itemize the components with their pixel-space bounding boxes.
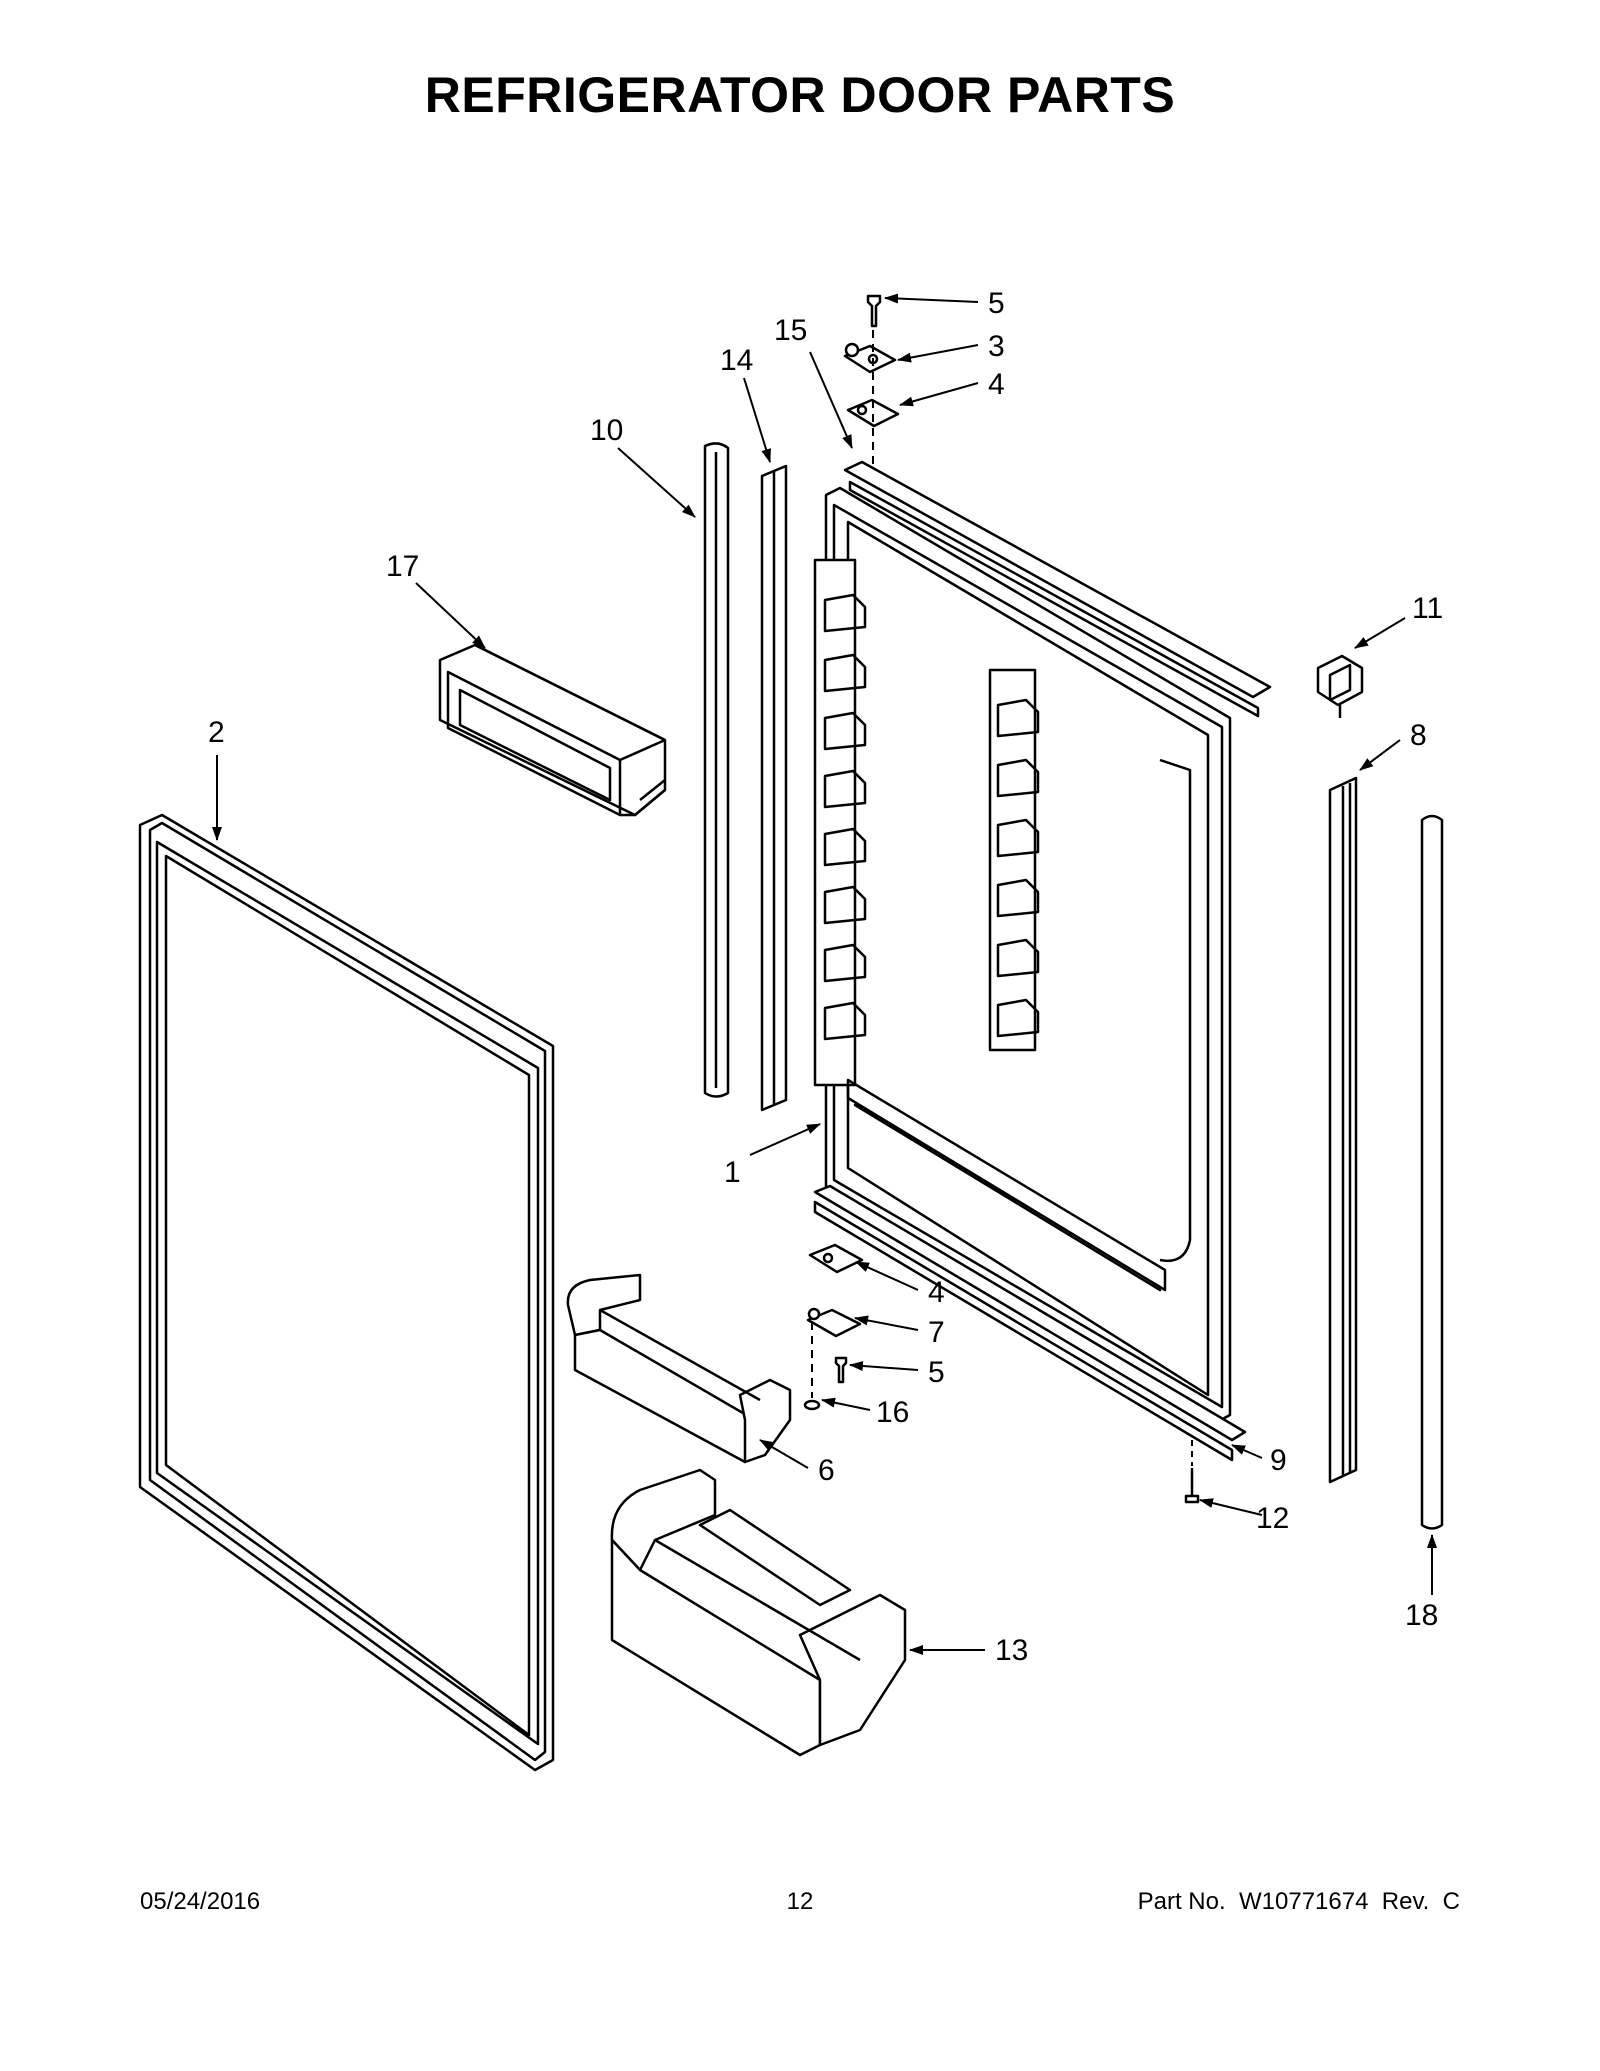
footer-date: 05/24/2016	[140, 1888, 261, 1915]
small-door-bin	[566, 1273, 792, 1464]
callout-13: 13	[995, 1634, 1028, 1667]
handle-side-strip	[1420, 814, 1444, 1530]
callout-4-bottom: 4	[928, 1276, 945, 1309]
footer-part-number: Part No. W10771674 Rev. C	[1137, 1888, 1460, 1915]
callout-leader-lines	[212, 293, 1437, 1655]
page-title: REFRIGERATOR DOOR PARTS	[424, 67, 1176, 123]
callout-labels: 5 3 4 15 14 10 17 11 2 8 1 4 7 5 16 6 9 …	[208, 287, 1443, 1667]
callout-2: 2	[208, 716, 225, 749]
callout-10: 10	[590, 414, 623, 447]
callout-5-top: 5	[988, 287, 1005, 320]
callout-5-bottom: 5	[928, 1356, 945, 1389]
callout-12: 12	[1256, 1502, 1289, 1535]
liner-shelf-hooks-left	[823, 593, 867, 1041]
callout-6: 6	[818, 1454, 835, 1487]
bottom-door-cap	[813, 1184, 1247, 1462]
door-actuator	[1316, 654, 1364, 718]
hinge-side-strip	[760, 464, 788, 1112]
door-gasket	[138, 813, 555, 1772]
callout-11: 11	[1412, 592, 1443, 625]
lower-hinge-parts	[803, 1243, 864, 1411]
top-door-cap	[843, 460, 1272, 718]
door-trim-strip	[703, 442, 730, 1098]
footer-page-number: 12	[786, 1888, 814, 1915]
upper-hinge-parts	[843, 294, 900, 470]
callout-9: 9	[1270, 1444, 1287, 1477]
callout-4-top: 4	[988, 368, 1005, 401]
callout-18: 18	[1405, 1599, 1438, 1632]
bottom-screw	[1184, 1440, 1200, 1504]
latch-side-strip	[1328, 776, 1358, 1484]
liner-shelf-hooks-center	[996, 698, 1040, 1038]
small-storage-bin	[438, 643, 667, 817]
callout-15: 15	[774, 314, 807, 347]
callout-7: 7	[928, 1316, 945, 1349]
callout-16: 16	[876, 1396, 909, 1429]
callout-14: 14	[720, 344, 753, 377]
callout-3: 3	[988, 330, 1005, 363]
callout-8: 8	[1410, 719, 1427, 752]
large-door-bin	[610, 1468, 907, 1757]
door-liner	[813, 486, 1232, 1425]
callout-17: 17	[386, 550, 419, 583]
callout-1: 1	[724, 1156, 741, 1189]
